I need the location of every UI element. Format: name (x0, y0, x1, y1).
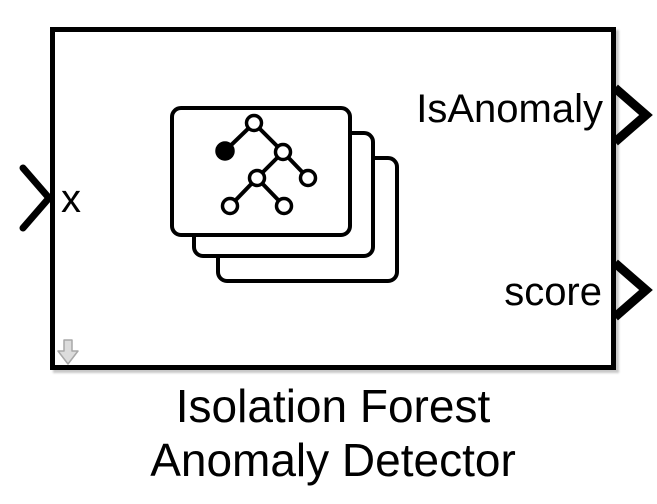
anomaly-node (215, 141, 235, 161)
output-port-label-isanomaly: IsAnomaly (416, 87, 603, 131)
block-name-line-1: Isolation Forest (175, 380, 491, 432)
tree-nodes (215, 113, 318, 216)
input-port-icon[interactable] (18, 162, 56, 234)
output-port-isanomaly-icon[interactable] (611, 84, 655, 146)
input-port-label: x (61, 177, 81, 221)
block-name[interactable]: Isolation Forest Anomaly Detector (50, 379, 616, 487)
output-port-score-icon[interactable] (611, 259, 655, 321)
block-name-line-2: Anomaly Detector (150, 434, 516, 486)
output-port-label-score: score (504, 270, 602, 314)
isolation-forest-card-stack-icon (170, 106, 399, 283)
down-arrow-indicator-icon (57, 339, 79, 365)
